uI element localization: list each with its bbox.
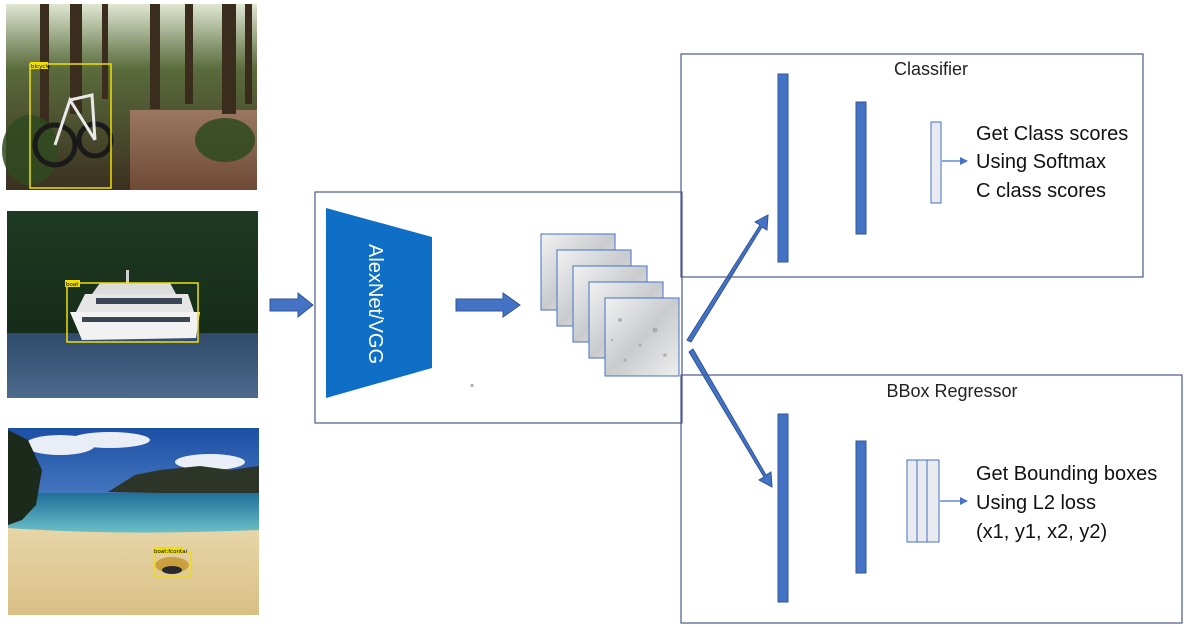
feature-maps bbox=[540, 233, 680, 377]
feature-map bbox=[604, 297, 680, 377]
classifier-fc-layer-2 bbox=[855, 101, 867, 235]
classifier-line-3: C class scores bbox=[976, 180, 1106, 202]
classifier-line-2: Using Softmax bbox=[976, 151, 1106, 173]
image-beach: boat:fcontai bbox=[8, 428, 259, 615]
classifier-output-vector bbox=[930, 121, 942, 204]
backbone-network-shape bbox=[326, 208, 432, 398]
classifier-fc-layer-1 bbox=[777, 73, 789, 263]
regressor-fc-layer-1 bbox=[777, 413, 789, 603]
regressor-line-3: (x1, y1, x2, y2) bbox=[976, 521, 1107, 543]
regressor-line-1: Get Bounding boxes bbox=[976, 463, 1157, 485]
bbox-boat bbox=[66, 282, 199, 343]
classifier-line-1: Get Class scores bbox=[976, 123, 1128, 145]
arrow-backbone-to-features bbox=[455, 292, 521, 318]
classifier-panel bbox=[680, 53, 1144, 278]
image-bicycle: bicycle bbox=[2, 4, 257, 190]
arrow-to-classifier bbox=[686, 214, 769, 343]
regressor-fc-layer-2 bbox=[855, 440, 867, 574]
bbox-label-boat: boat bbox=[66, 282, 79, 288]
regressor-panel bbox=[680, 374, 1183, 624]
regressor-output-vectors bbox=[906, 459, 940, 543]
regressor-line-2: Using L2 loss bbox=[976, 492, 1096, 514]
arrow-to-regressor bbox=[688, 348, 773, 488]
svg-text:×: × bbox=[470, 383, 474, 390]
classifier-title: Classifier bbox=[894, 59, 968, 79]
backbone-panel bbox=[314, 191, 683, 424]
backbone-label: AlexNet/VGG bbox=[364, 244, 386, 364]
regressor-title: BBox Regressor bbox=[886, 381, 1017, 401]
arrow-input-to-backbone bbox=[269, 291, 314, 319]
bbox-label-beach: boat:fcontai bbox=[154, 549, 188, 555]
bbox-bicycle bbox=[29, 63, 112, 189]
bbox-label-bicycle: bicycle bbox=[31, 64, 51, 70]
image-boat: boat bbox=[7, 211, 258, 398]
